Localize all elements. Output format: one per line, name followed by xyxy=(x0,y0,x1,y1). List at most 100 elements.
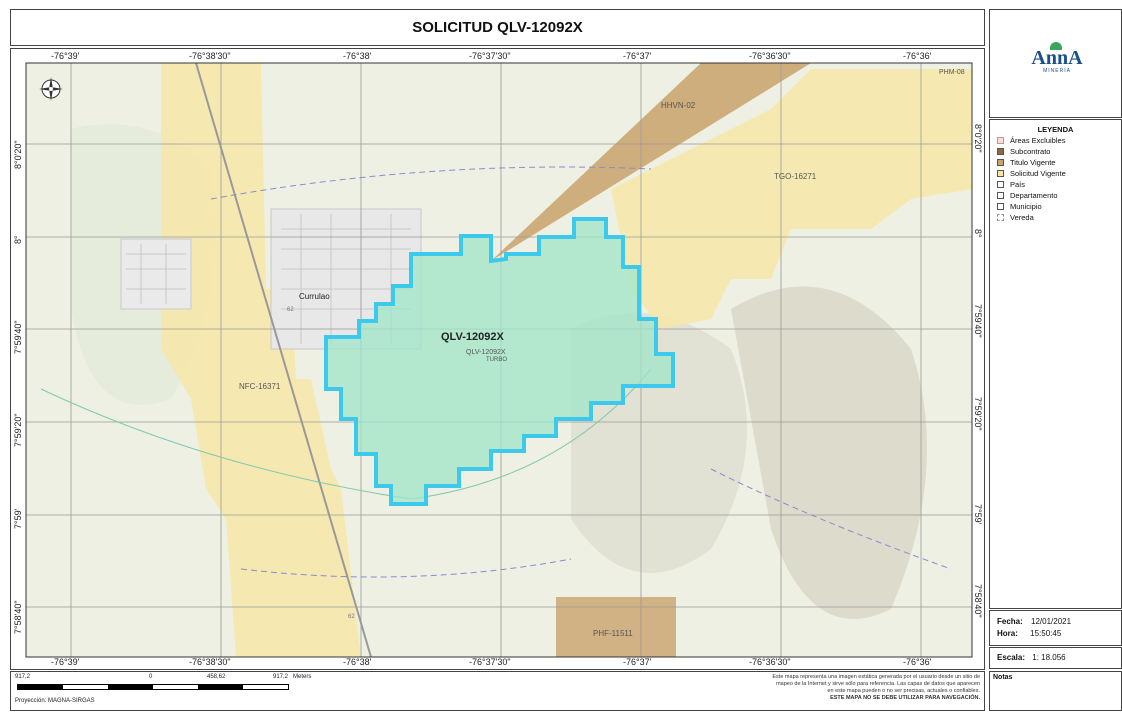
legend-panel: LEYENDA Áreas Excluibles Subcontrato Tit… xyxy=(989,119,1122,609)
legend-label: Titulo Vigente xyxy=(1010,158,1056,167)
legend-title: LEYENDA xyxy=(1037,125,1074,134)
legend-label: Solicitud Vigente xyxy=(1010,169,1066,178)
top-tick: -76°36' xyxy=(903,51,932,61)
logo-mark-icon xyxy=(1050,42,1062,50)
legend-swatch-titulo xyxy=(997,159,1004,166)
notes-panel: Notas xyxy=(989,671,1122,711)
hora-label: Hora: xyxy=(997,629,1018,638)
map-title: SOLICITUD QLV-12092X xyxy=(10,9,985,46)
right-tick: 8°0'20" xyxy=(973,124,983,153)
right-tick: 7°58'40" xyxy=(973,584,983,618)
legend-swatch-solicitud xyxy=(997,170,1004,177)
legend-item: Departamento xyxy=(997,191,1121,200)
scale-value: 1: 18.056 xyxy=(1032,653,1066,662)
logo-panel: AnnA MINERÍA xyxy=(989,9,1122,118)
legend-swatch-excluibles xyxy=(997,137,1004,144)
projection-label: Proyección: MAGNA-SIRGAS xyxy=(15,698,95,704)
left-tick: 7°59'40" xyxy=(13,320,23,354)
legend-label: Subcontrato xyxy=(1010,147,1051,156)
hora-row: Hora: 15:50:45 xyxy=(997,629,1061,638)
bottom-tick: -76°36' xyxy=(903,657,932,667)
label-phf: PHF-11511 xyxy=(593,629,633,638)
label-hhvn: HHVN-02 xyxy=(661,101,696,110)
legend-swatch-pais xyxy=(997,181,1004,188)
legend-swatch-departamento xyxy=(997,192,1004,199)
bottom-tick: -76°38' xyxy=(343,657,372,667)
terrain-shade xyxy=(731,286,927,619)
label-main-area: QLV-12092X xyxy=(441,331,504,343)
disclaimer-line: mapeo de la Internet y sirve sólo para r… xyxy=(776,681,980,687)
left-tick: 7°59'20" xyxy=(13,413,23,447)
notes-label: Notas xyxy=(993,674,1013,681)
legend-swatch-municipio xyxy=(997,203,1004,210)
legend-item: Áreas Excluibles xyxy=(997,136,1121,145)
legend-label: Departamento xyxy=(1010,191,1058,200)
bottom-tick: -76°39' xyxy=(51,657,80,667)
label-road-62-south: 62 xyxy=(348,614,355,620)
disclaimer-warning: ESTE MAPA NO SE DEBE UTILIZAR PARA NAVEG… xyxy=(830,695,980,701)
bottom-tick: -76°37'30" xyxy=(469,657,511,667)
logo-text: AnnA xyxy=(1031,47,1083,69)
map-canvas[interactable] xyxy=(11,49,984,669)
titulo-area-phf[interactable] xyxy=(556,597,676,657)
scalebar-label: 0 xyxy=(149,674,153,680)
hora-value: 15:50:45 xyxy=(1030,629,1062,638)
fecha-row: Fecha: 12/01/2021 xyxy=(997,617,1071,626)
bottom-tick: -76°38'30" xyxy=(189,657,231,667)
titulo-area-hhvn[interactable] xyxy=(491,63,811,261)
label-main-area-small: QLV-12092X xyxy=(466,349,506,356)
legend-item: Municipio xyxy=(997,202,1121,211)
legend-item: País xyxy=(997,180,1121,189)
date-panel: Fecha: 12/01/2021 Hora: 15:50:45 xyxy=(989,610,1122,646)
legend-label: País xyxy=(1010,180,1026,189)
top-tick: -76°39' xyxy=(51,51,80,61)
highway xyxy=(195,63,372,657)
label-phm: PHM-08 xyxy=(939,69,965,76)
top-tick: -76°38'30" xyxy=(189,51,231,61)
left-tick: 8°0'20" xyxy=(13,140,23,169)
fecha-label: Fecha: xyxy=(997,617,1023,626)
legend-item: Titulo Vigente xyxy=(997,158,1121,167)
disclaimer-line: Este mapa representa una imagen estática… xyxy=(772,674,980,680)
scalebar-label: 917,2 xyxy=(273,674,289,680)
anna-logo: AnnA MINERÍA xyxy=(1027,48,1087,80)
solicitud-area-nfc[interactable] xyxy=(161,63,361,657)
scalebar-label: 458,62 xyxy=(207,674,226,680)
scalebar xyxy=(17,684,289,690)
label-road-62: 62 xyxy=(287,307,294,313)
scale-panel: Escala: 1: 18.056 xyxy=(989,647,1122,669)
legend-item: Solicitud Vigente xyxy=(997,169,1121,178)
selected-solicitud-polygon[interactable] xyxy=(324,217,675,506)
legend-swatch-vereda xyxy=(997,214,1004,221)
bottom-tick: -76°37' xyxy=(623,657,652,667)
disclaimer: Este mapa representa una imagen estática… xyxy=(772,674,980,702)
map-panel[interactable]: QLV-12092X QLV-12092X TURBO Currulao NFC… xyxy=(10,48,985,670)
label-turbo: TURBO xyxy=(486,357,507,363)
logo-subtext: MINERÍA xyxy=(1043,68,1071,74)
legend-label: Vereda xyxy=(1010,213,1034,222)
left-tick: 7°59' xyxy=(13,508,23,529)
top-tick: -76°38' xyxy=(343,51,372,61)
scalebar-unit: Meters xyxy=(293,674,312,680)
label-town: Currulao xyxy=(299,292,330,301)
map-neatline xyxy=(25,62,973,658)
scale-label: Escala: xyxy=(997,653,1026,662)
legend-label: Áreas Excluibles xyxy=(1010,136,1066,145)
label-nfc: NFC-16371 xyxy=(239,382,281,391)
label-tgo: TGO-16271 xyxy=(774,172,817,181)
left-tick: 7°58'40" xyxy=(13,600,23,634)
legend-swatch-subcontrato xyxy=(997,148,1004,155)
top-tick: -76°37' xyxy=(623,51,652,61)
map-footer: 917,2 0 458,62 917,2 Meters Proyección: … xyxy=(10,671,985,711)
legend-item: Subcontrato xyxy=(997,147,1121,156)
scalebar-label: 917,2 xyxy=(15,674,31,680)
left-tick: 8° xyxy=(13,235,23,244)
right-tick: 7°59'40" xyxy=(973,304,983,338)
right-tick: 7°59'20" xyxy=(973,397,983,431)
compass-icon xyxy=(39,77,63,101)
solicitud-area-tgo[interactable] xyxy=(611,69,972,329)
bottom-tick: -76°36'30" xyxy=(749,657,791,667)
right-tick: 7°59' xyxy=(973,504,983,525)
map-title-text: SOLICITUD QLV-12092X xyxy=(412,19,583,36)
top-tick: -76°37'30" xyxy=(469,51,511,61)
